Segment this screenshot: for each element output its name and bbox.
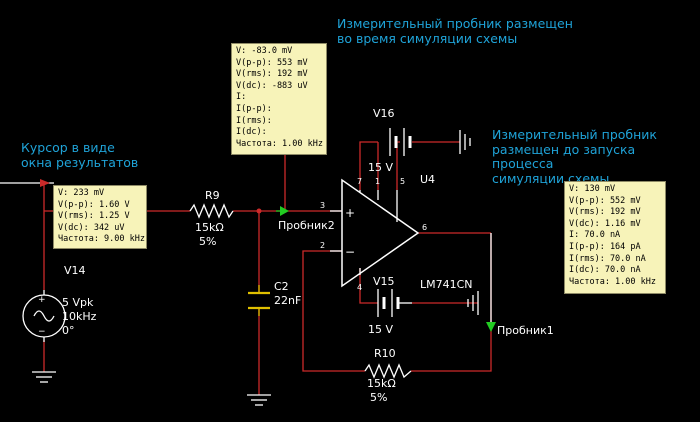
pin-2-label: 2 xyxy=(320,241,325,250)
v15-battery[interactable] xyxy=(377,289,412,317)
readout-line: Частота: 1.00 kHz xyxy=(569,276,656,287)
ground-icon xyxy=(32,371,56,383)
readout-line: Частота: 9.00 kHz xyxy=(58,234,145,245)
pin-5-label: 5 xyxy=(400,177,405,186)
cursor-marker xyxy=(0,179,54,187)
readout-line: V(rms): 192 mV xyxy=(236,69,308,80)
opamp-u4[interactable] xyxy=(330,178,420,288)
annotation-probe-during-sim: Измерительный пробник размещен во время … xyxy=(337,16,573,46)
pin-6-label: 6 xyxy=(422,223,427,232)
v16-battery[interactable] xyxy=(389,128,412,156)
readout-line: Частота: 1.00 kHz xyxy=(236,138,323,149)
readout-line: V: -83.0 mV xyxy=(236,46,293,56)
readout-line: I(dc): xyxy=(236,127,267,138)
ground-icon xyxy=(247,394,271,406)
r9-tol-label: 5% xyxy=(199,235,216,248)
r10-value-label: 15kΩ xyxy=(367,377,396,390)
readout-line: I(p-p): 164 pA xyxy=(569,241,641,252)
v14-freq-label: 10kHz xyxy=(62,310,97,323)
c2-ref-label: C2 xyxy=(274,280,289,293)
readout-line: V(p-p): 553 mV xyxy=(236,57,308,68)
readout-line: V: 130 mV xyxy=(569,184,616,194)
readout-line: I(rms): 70.0 nA xyxy=(569,253,646,264)
readout-line: V(rms): 1.25 V xyxy=(58,211,130,222)
ground-icon xyxy=(467,291,479,315)
v14-phase-label: 0° xyxy=(62,324,75,337)
minus-input-label: − xyxy=(345,245,355,259)
readout-line: V(dc): 1.16 mV xyxy=(569,218,641,229)
probe2-arrow-icon xyxy=(276,206,289,216)
readout-line: I(rms): xyxy=(236,115,272,126)
ground-icon xyxy=(459,130,471,154)
pin-3-label: 3 xyxy=(320,201,325,210)
pin-7-label: 7 xyxy=(357,177,362,186)
pin-1-label: 1 xyxy=(375,177,380,186)
r10-tol-label: 5% xyxy=(370,391,387,404)
v14-source[interactable]: + − xyxy=(22,290,66,342)
annotation-cursor: Курсор в виде окна результатов xyxy=(21,140,139,170)
v16-ref-label: V16 xyxy=(373,107,395,120)
v14-ref-label: V14 xyxy=(64,264,86,277)
readout-line: I(dc): 70.0 nA xyxy=(569,265,641,276)
r9-resistor[interactable] xyxy=(189,203,234,219)
annotation-probe-before-sim: Измерительный пробник размещен до запуск… xyxy=(492,127,657,186)
v15-value-label: 15 V xyxy=(368,323,393,336)
r9-value-label: 15kΩ xyxy=(195,221,224,234)
r9-ref-label: R9 xyxy=(205,189,220,202)
readout-line: V(rms): 192 mV xyxy=(569,207,641,218)
v14-amp-label: 5 Vpk xyxy=(62,296,94,309)
svg-text:−: − xyxy=(38,327,46,337)
u4-ref-label: U4 xyxy=(420,173,435,186)
readout-line: V(p-p): 1.60 V xyxy=(58,199,130,210)
c2-capacitor[interactable] xyxy=(248,285,270,316)
readout-line: V(dc): -883 uV xyxy=(236,80,308,91)
junction-dot xyxy=(256,208,262,214)
readout-line: V: 233 mV xyxy=(58,188,105,198)
probe1-arrow-icon xyxy=(486,233,496,332)
r10-ref-label: R10 xyxy=(374,347,396,360)
u4-part-label: LM741CN xyxy=(420,278,473,291)
readout-line: I: xyxy=(236,92,247,103)
readout-line: I(p-p): xyxy=(236,103,272,114)
probe2-label: Пробник2 xyxy=(278,219,335,232)
v16-value-label: 15 V xyxy=(368,161,393,174)
v15-ref-label: V15 xyxy=(373,275,395,288)
pin-4-label: 4 xyxy=(357,283,362,292)
svg-text:+: + xyxy=(38,295,46,305)
readout-line: V(p-p): 552 mV xyxy=(569,195,641,206)
plus-input-label: + xyxy=(345,206,355,220)
c2-value-label: 22nF xyxy=(274,294,301,307)
r10-resistor[interactable] xyxy=(364,363,412,379)
readout-line: V(dc): 342 uV xyxy=(58,222,125,233)
readout-line: I: 70.0 nA xyxy=(569,230,621,241)
probe1-label: Пробник1 xyxy=(497,324,554,337)
